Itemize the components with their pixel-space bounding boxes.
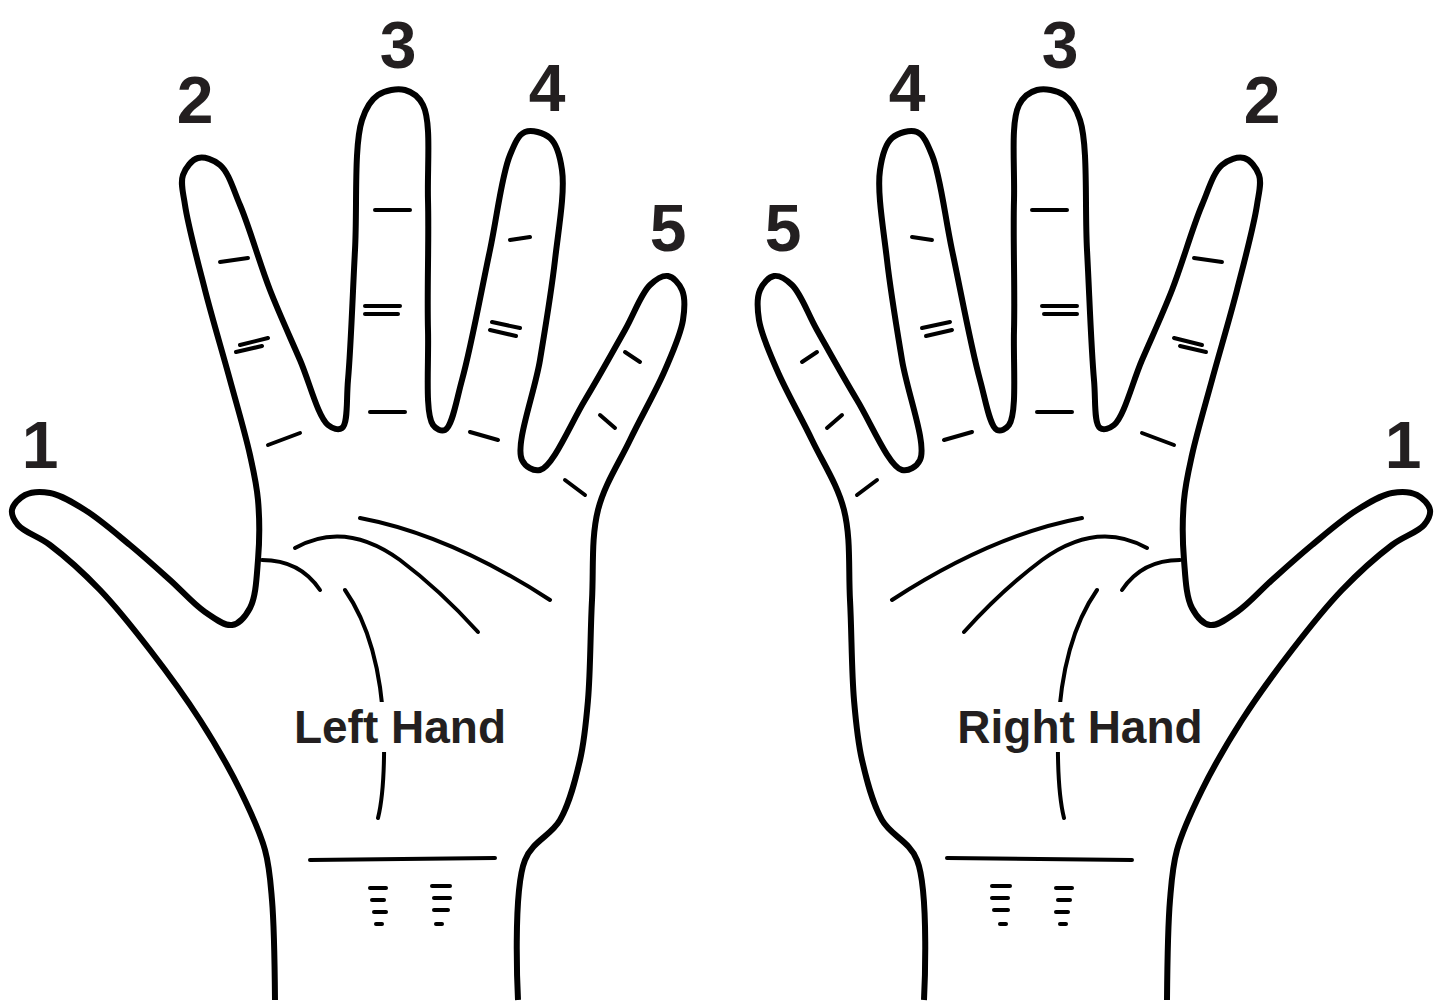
finger-number: 4 — [529, 55, 566, 121]
skin-crease — [1142, 433, 1174, 445]
skin-crease — [994, 908, 1008, 912]
skin-crease — [964, 536, 1147, 632]
skin-crease — [268, 433, 300, 445]
skin-crease — [376, 922, 382, 926]
skin-crease — [1000, 922, 1006, 926]
finger-number: 3 — [380, 12, 417, 78]
finger-number: 2 — [177, 67, 214, 133]
skin-crease — [240, 338, 268, 345]
skin-crease — [1056, 910, 1068, 914]
skin-crease — [220, 258, 248, 262]
skin-crease — [470, 432, 498, 440]
skin-crease — [295, 536, 478, 632]
skin-crease — [944, 432, 972, 440]
finger-number: 4 — [889, 55, 926, 121]
hand-drawing — [0, 0, 721, 1001]
skin-crease — [236, 346, 262, 352]
skin-crease — [1180, 346, 1206, 352]
skin-crease — [892, 518, 1082, 600]
hand-contour — [12, 89, 685, 1000]
hand-name: Left Hand — [290, 702, 510, 753]
skin-crease — [1122, 560, 1180, 590]
skin-crease — [802, 352, 817, 362]
skin-crease — [492, 322, 520, 328]
finger-number: 1 — [1385, 412, 1422, 478]
skin-crease — [370, 886, 386, 890]
skin-crease — [436, 922, 442, 926]
skin-crease — [1032, 208, 1067, 212]
hand-contour — [758, 89, 1431, 1000]
skin-crease — [434, 896, 450, 900]
skin-crease — [1044, 312, 1077, 316]
skin-crease — [1056, 886, 1072, 890]
skin-crease — [434, 908, 448, 912]
skin-crease — [992, 884, 1010, 888]
hand-name: Right Hand — [953, 702, 1206, 753]
skin-crease — [857, 480, 877, 495]
finger-number: 5 — [650, 195, 687, 261]
skin-crease — [262, 560, 320, 590]
skin-crease — [926, 330, 952, 336]
hand-drawing — [721, 0, 1442, 1001]
skin-crease — [372, 898, 384, 902]
finger-number: 1 — [22, 412, 59, 478]
skin-crease — [1042, 304, 1077, 308]
skin-crease — [375, 208, 410, 212]
skin-crease — [1060, 922, 1066, 926]
skin-crease — [1194, 258, 1222, 262]
skin-crease — [370, 410, 405, 414]
finger-number: 3 — [1042, 12, 1079, 78]
skin-crease — [310, 858, 495, 860]
skin-crease — [365, 312, 398, 316]
skin-crease — [947, 858, 1132, 860]
skin-crease — [360, 518, 550, 600]
skin-crease — [510, 237, 530, 240]
skin-crease — [432, 884, 450, 888]
skin-crease — [374, 910, 386, 914]
skin-crease — [565, 480, 585, 495]
skin-crease — [1174, 338, 1202, 345]
skin-crease — [600, 415, 615, 428]
skin-crease — [912, 237, 932, 240]
skin-crease — [922, 322, 950, 328]
finger-number: 2 — [1244, 67, 1281, 133]
skin-crease — [625, 352, 640, 362]
hand-outline: Right Hand — [721, 0, 1442, 1001]
skin-crease — [992, 896, 1008, 900]
skin-crease — [490, 330, 516, 336]
hand-outline: Left Hand — [0, 0, 721, 1001]
skin-crease — [827, 415, 842, 428]
skin-crease — [1037, 410, 1072, 414]
skin-crease — [1058, 898, 1070, 902]
skin-crease — [365, 304, 400, 308]
finger-number: 5 — [765, 195, 802, 261]
